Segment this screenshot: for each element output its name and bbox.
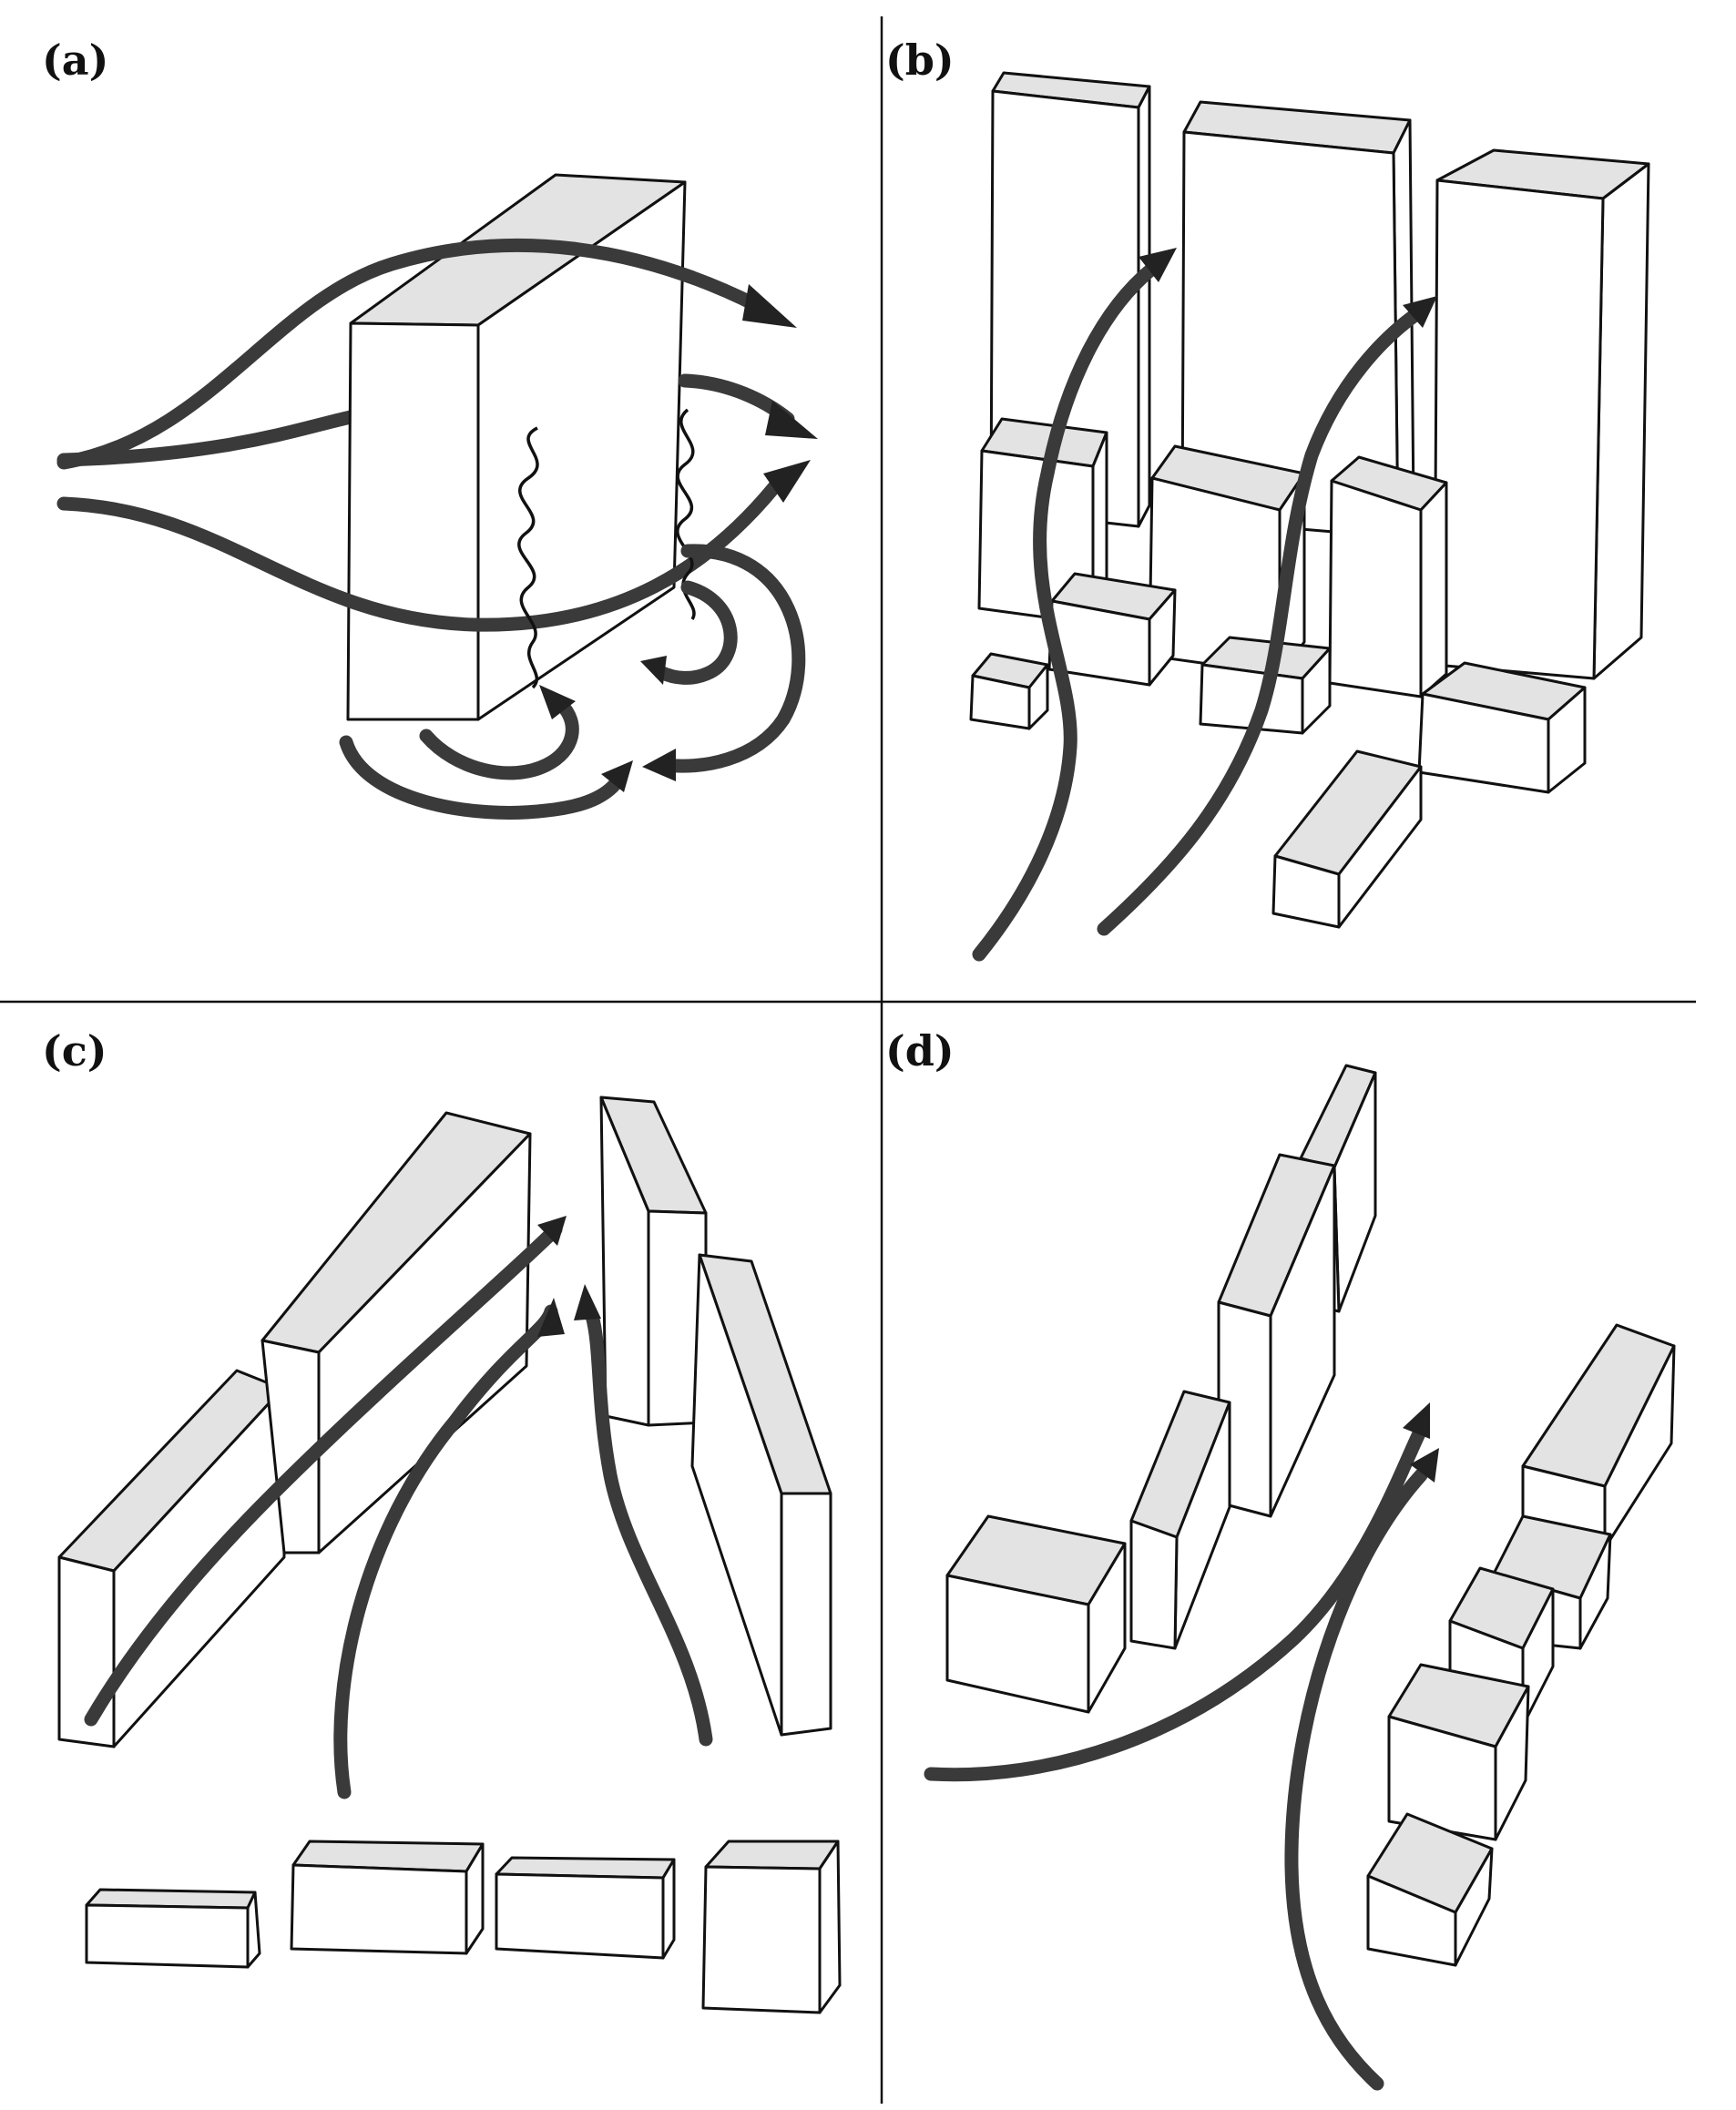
panel-c-label: (c) (42, 1026, 107, 1075)
arrowhead-c-3 (574, 1284, 601, 1320)
arrowhead-c-2 (537, 1298, 565, 1337)
block-c-bottom-2 (290, 1840, 485, 1955)
block-b-low-2 (969, 652, 1049, 730)
arrowhead-d-1 (1403, 1402, 1430, 1439)
wake-loop-middle (419, 696, 579, 780)
block-d-right-5 (1366, 1812, 1494, 1967)
flow-line-upper-in (56, 410, 358, 467)
slab-c-3 (599, 1096, 708, 1427)
block-d-left (945, 1514, 1127, 1714)
block-b-low-3 (1199, 636, 1332, 735)
arrowhead-around-base (763, 460, 811, 503)
wake-loop-outer (339, 735, 627, 820)
arrowhead-side-right (765, 401, 818, 439)
slab-front (346, 321, 480, 721)
block-b-low-4 (1417, 661, 1587, 794)
slab-c-4 (690, 1253, 832, 1737)
arrowhead-wake-right-outer (642, 749, 676, 781)
block-b-low-5 (1271, 749, 1423, 929)
wake-loop-right-outer (658, 544, 806, 773)
flow-arrow-c-3 (585, 1309, 713, 1747)
tower-b-1 (989, 71, 1151, 528)
vortex-wavy-line-1 (517, 426, 539, 689)
flow-arrow-c-2 (333, 1304, 558, 1799)
panel-b: (b) (885, 36, 1650, 962)
panel-c: (c) (42, 1026, 842, 2014)
block-c-bottom-3 (495, 1856, 676, 1960)
flow-arrow-d-2 (1284, 1468, 1428, 2091)
block-b-mid-3 (1328, 455, 1448, 698)
flow-arrow-d-1 (924, 1422, 1428, 1782)
slab-c-2 (260, 1111, 532, 1554)
arrowhead-over-roof (742, 284, 797, 328)
flow-arrow-b-2 (1097, 307, 1424, 936)
flow-arrow-c-1 (84, 1222, 563, 1727)
block-d-right-1 (1521, 1323, 1676, 1550)
arrowhead-d-2 (1410, 1448, 1439, 1483)
arrowhead-c-1 (537, 1216, 567, 1246)
panel-a-label: (a) (42, 36, 108, 85)
slab-c-1 (57, 1369, 286, 1748)
tower-d-middle (1217, 1153, 1336, 1518)
wake-loop-right-inner (653, 580, 738, 685)
block-c-bottom-1 (85, 1888, 261, 1969)
block-c-bottom-4 (701, 1840, 842, 2014)
arrowhead-b-2 (1403, 296, 1437, 328)
tower-d-lower (1129, 1390, 1231, 1650)
block-b-low-1 (1047, 572, 1177, 687)
block-d-right-4 (1387, 1663, 1530, 1841)
tower-b-3 (1433, 148, 1650, 680)
arrowhead-wake-middle (539, 685, 576, 719)
panel-a: (a) (42, 36, 818, 820)
arrowhead-wake-outer (601, 760, 633, 792)
flow-line-around-base (56, 480, 781, 632)
panel-d-label: (d) (885, 1026, 955, 1075)
arrowhead-b-1 (1139, 248, 1177, 282)
panel-d: (d) (885, 1026, 1676, 2091)
flow-line-over-roof (56, 238, 763, 470)
arrowhead-wake-right-inner (640, 656, 667, 685)
flow-arrow-b-1 (972, 261, 1159, 962)
panel-b-label: (b) (885, 36, 955, 85)
